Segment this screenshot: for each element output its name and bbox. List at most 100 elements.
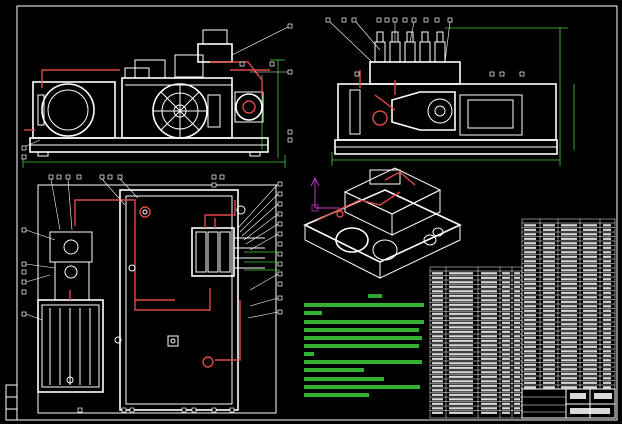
parts-list-cell <box>561 228 577 231</box>
parts-list-cell <box>561 309 577 312</box>
parts-list-cell <box>543 368 555 371</box>
parts-list-cell <box>583 300 597 303</box>
parts-list-cell <box>432 308 443 311</box>
ucs-axis-icon <box>310 176 340 212</box>
parts-list-cell <box>432 339 443 342</box>
parts-list-cell <box>583 354 597 357</box>
parts-list-cell <box>502 380 510 383</box>
parts-list-cell <box>432 335 443 338</box>
parts-list-cell <box>561 377 577 380</box>
parts-list-cell <box>449 303 473 306</box>
parts-list-cell <box>561 260 577 263</box>
parts-list-cell <box>514 294 520 297</box>
parts-list-cell <box>449 281 473 284</box>
parts-list-cell <box>514 362 520 365</box>
parts-list-cell <box>603 323 611 326</box>
parts-list-cell <box>524 282 536 285</box>
parts-list-cell <box>543 345 555 348</box>
parts-list-cell <box>543 381 555 384</box>
parts-list-cell <box>449 362 473 365</box>
parts-list-cell <box>524 327 536 330</box>
parts-list-cell <box>603 255 611 258</box>
parts-list-cell <box>481 411 497 414</box>
parts-list-cell <box>481 389 497 392</box>
parts-list-cell <box>502 384 510 387</box>
parts-list-cell <box>481 276 497 279</box>
parts-list-cell <box>524 264 536 267</box>
parts-list-cell <box>502 317 510 320</box>
parts-list-cell <box>524 359 536 362</box>
parts-list-cell <box>603 278 611 281</box>
parts-list-cell <box>603 314 611 317</box>
parts-list-cell <box>502 294 510 297</box>
parts-list-cell <box>514 389 520 392</box>
parts-list-cell <box>561 363 577 366</box>
gear-pump-icon <box>152 83 221 139</box>
parts-list-cell <box>561 305 577 308</box>
parts-list-cell <box>543 359 555 362</box>
parts-list-cell <box>432 357 443 360</box>
parts-list-cell <box>514 393 520 396</box>
parts-list-cell <box>449 299 473 302</box>
parts-list-cell <box>514 317 520 320</box>
parts-list-cell <box>583 305 597 308</box>
parts-list-cell <box>561 341 577 344</box>
motor-pump-group-icon <box>37 231 104 393</box>
parts-list-cell <box>603 273 611 276</box>
parts-list-cell <box>524 278 536 281</box>
parts-list-cell <box>514 290 520 293</box>
parts-list-cell <box>514 326 520 329</box>
parts-list-cell <box>514 281 520 284</box>
parts-list-cell <box>583 377 597 380</box>
parts-list-cell <box>449 339 473 342</box>
parts-list-cell <box>543 237 555 240</box>
parts-list-cell <box>603 309 611 312</box>
pump-housing-icon <box>372 91 456 131</box>
parts-list-cell <box>449 285 473 288</box>
parts-list-cell <box>481 272 497 275</box>
assembly-3d-icon <box>303 167 462 279</box>
parts-list-cell <box>449 348 473 351</box>
parts-list-cell <box>449 375 473 378</box>
parts-list-cell <box>449 398 473 401</box>
front-view-pipes <box>24 61 270 131</box>
parts-list-cell <box>561 233 577 236</box>
parts-list-cell <box>603 296 611 299</box>
parts-list-cell <box>583 296 597 299</box>
parts-list-cell <box>502 389 510 392</box>
parts-list-cell <box>583 309 597 312</box>
parts-list-cell <box>561 237 577 240</box>
parts-list-cell <box>524 386 536 389</box>
parts-list-cell <box>583 233 597 236</box>
parts-list-cell <box>432 344 443 347</box>
parts-list-cell <box>524 350 536 353</box>
valve-stack-icon <box>369 31 461 85</box>
parts-list-cell <box>603 336 611 339</box>
parts-list-cell <box>583 237 597 240</box>
parts-list-cell <box>514 335 520 338</box>
parts-list-cell <box>583 278 597 281</box>
top-view-bottom-callouts <box>77 407 235 413</box>
parts-list-cell <box>543 323 555 326</box>
parts-list-cell <box>543 332 555 335</box>
parts-list-cell <box>481 308 497 311</box>
parts-list-cell <box>524 345 536 348</box>
parts-list-cell <box>561 350 577 353</box>
parts-list-cell <box>583 372 597 375</box>
parts-list-cell <box>481 335 497 338</box>
parts-list-cell <box>481 339 497 342</box>
parts-list-cell <box>543 309 555 312</box>
parts-list-cell <box>603 386 611 389</box>
parts-list-cell <box>583 345 597 348</box>
parts-list-cell <box>449 330 473 333</box>
parts-list-cell <box>543 269 555 272</box>
parts-list-cell <box>583 363 597 366</box>
parts-list-cell <box>502 371 510 374</box>
parts-list-cell <box>561 318 577 321</box>
parts-list-cell <box>583 228 597 231</box>
parts-list-cell <box>561 314 577 317</box>
parts-list-cell <box>449 276 473 279</box>
parts-list-cell <box>449 411 473 414</box>
parts-list-cell <box>514 344 520 347</box>
parts-list-cell <box>449 272 473 275</box>
